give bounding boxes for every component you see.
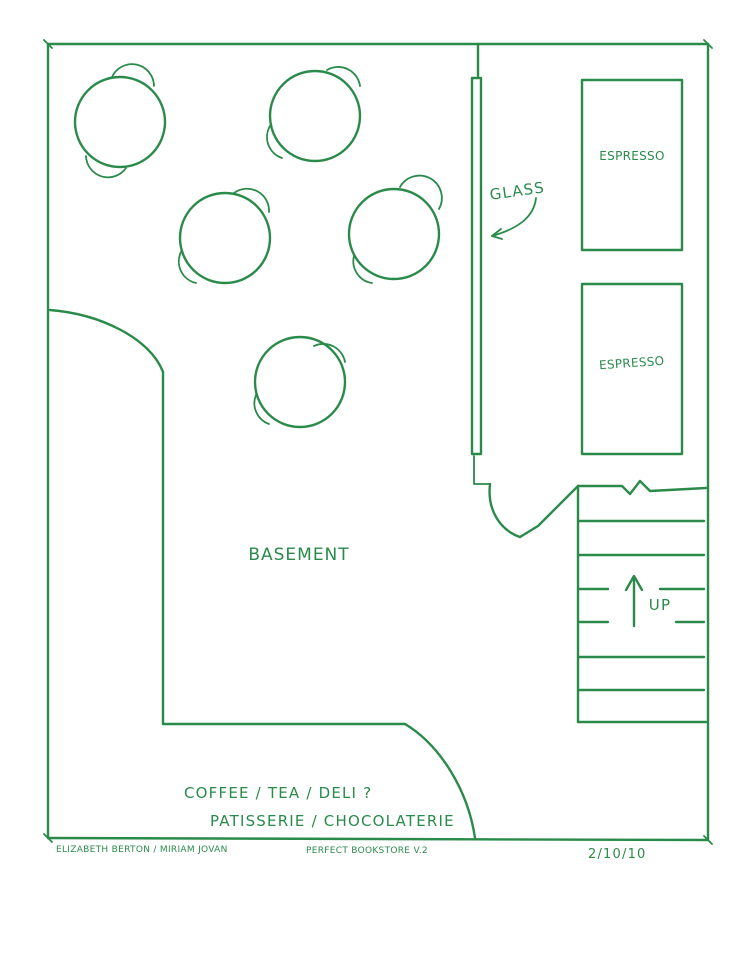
espresso-counter-2 (580, 282, 684, 456)
outer-walls (43, 39, 713, 845)
table-2 (266, 66, 362, 163)
table-4 (347, 174, 443, 284)
espresso-counters (580, 78, 684, 456)
stairs (576, 479, 708, 724)
footer-project: PERFECT BOOKSTORE V.2 (306, 846, 428, 856)
basement-label: BASEMENT (248, 545, 349, 565)
cafe-tables (73, 63, 443, 429)
note-coffee-tea-deli: COFFEE / TEA / DELI ? (184, 784, 372, 802)
basement-partition-wall (48, 308, 477, 840)
espresso-label-1: ESPRESSO (599, 149, 664, 163)
note-patisserie-chocolaterie: PATISSERIE / CHOCOLATERIE (210, 812, 455, 830)
stairs-up-label: UP (649, 596, 671, 614)
footer-date: 2/10/10 (588, 847, 647, 862)
table-1 (73, 63, 167, 179)
glass-partition (470, 42, 580, 539)
footer-authors: ELIZABETH BERTON / MIRIAM JOVAN (56, 845, 228, 855)
table-3 (177, 187, 272, 285)
glass-label: GLASS (489, 178, 547, 204)
espresso-counter-1 (580, 78, 684, 252)
up-arrow-icon (624, 574, 644, 628)
table-5 (253, 335, 347, 429)
espresso-label-2: ESPRESSO (599, 354, 665, 373)
